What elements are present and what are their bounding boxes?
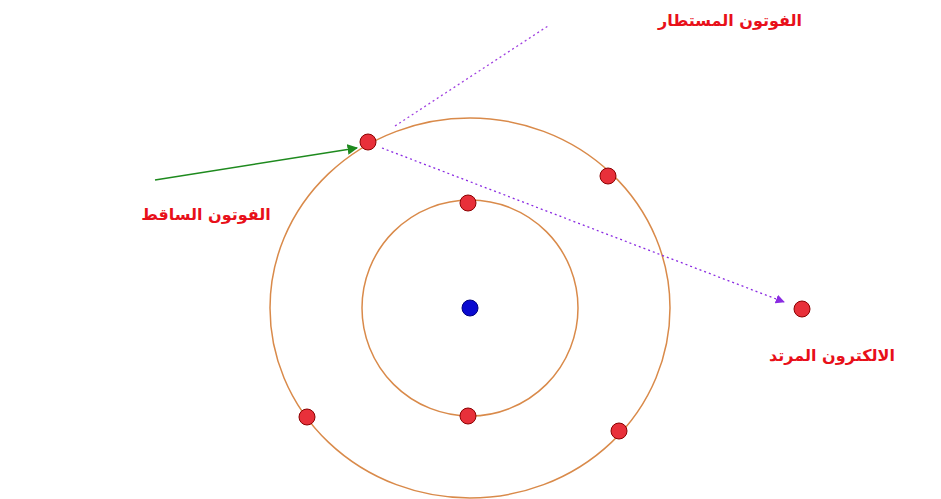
electron	[460, 195, 476, 211]
electron	[460, 408, 476, 424]
outer-shell	[270, 118, 670, 498]
electron	[360, 134, 376, 150]
recoil-path	[382, 148, 784, 302]
electron	[600, 168, 616, 184]
inner-shell	[362, 200, 578, 416]
incident-photon-arrow	[155, 148, 357, 180]
arabic-label: الفوتون المستطار	[658, 11, 802, 30]
recoil-electron	[794, 301, 810, 317]
arabic-label: الالكترون المرتد	[769, 346, 895, 365]
electron	[299, 409, 315, 425]
scattered-photon-path	[395, 26, 548, 126]
arabic-label: الفوتون الساقط	[141, 205, 271, 224]
nucleus	[462, 300, 478, 316]
electron	[611, 423, 627, 439]
